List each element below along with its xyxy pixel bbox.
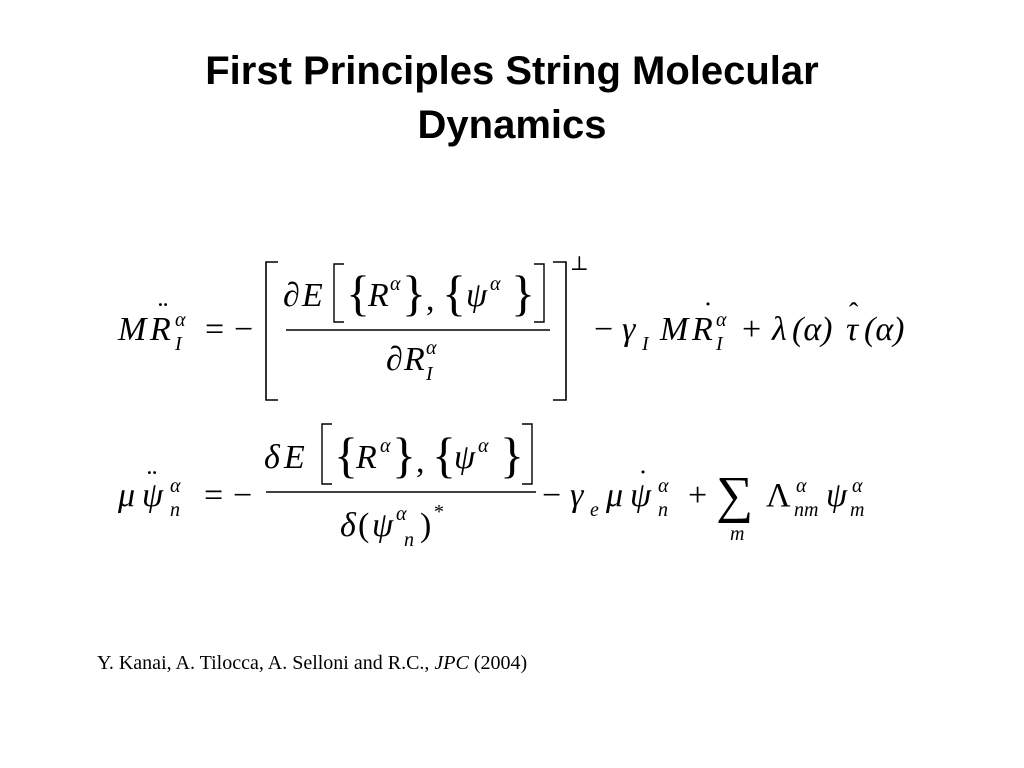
eq1-den-R: R: [403, 341, 425, 378]
eq1-brace-close-2: }: [511, 265, 535, 321]
citation-year: (2004): [468, 652, 528, 674]
eq1-num-R-sup: α: [390, 273, 401, 295]
eq2-sum: ∑: [716, 467, 753, 524]
equation-2: μ ψ ¨ α n = − δ E { } { } R α , ψ α: [117, 423, 864, 551]
eq1-gamma-sub: I: [641, 333, 650, 355]
eq2-brace-open-1: {: [334, 427, 358, 483]
eq1-tau-hat: ˆ: [849, 298, 859, 329]
eq2-psi-m-sub: m: [850, 499, 864, 521]
eq1-lhs-sub: I: [174, 333, 183, 355]
eq1-lambda-arg: (α): [792, 311, 833, 348]
eq2-psi-m: ψ: [826, 477, 848, 514]
eq1-lhs-M: M: [117, 311, 148, 348]
eq2-num-psi-sup: α: [478, 435, 489, 457]
eq2-num-E: E: [283, 439, 305, 476]
eq2-term2-sup: α: [658, 475, 669, 497]
eq1-term2-minus: −: [594, 311, 613, 348]
eq2-brace-close-1: }: [392, 427, 416, 483]
eq2-term2-psi: ψ: [630, 477, 652, 514]
eq1-lambda: λ: [771, 311, 787, 348]
eq2-num-R-sup: α: [380, 435, 391, 457]
eq2-term2-dot: ˙: [638, 464, 648, 497]
eq2-inner-right-bracket: [522, 423, 533, 485]
eq1-tau: τ: [846, 311, 860, 348]
eq2-lhs-psi: ψ: [142, 477, 164, 514]
eq2-den-close: ): [420, 507, 431, 544]
eq1-equals: =: [205, 311, 224, 348]
eq1-brace-open-1: {: [346, 265, 370, 321]
eq1-num-E: E: [301, 277, 323, 314]
eq1-num-partial: ∂: [283, 277, 300, 314]
eq1-term2-sub: I: [715, 333, 724, 355]
eq1-inner-left-bracket: [333, 263, 344, 323]
eq1-num-comma: ,: [426, 281, 435, 318]
eq2-den-star: *: [434, 501, 444, 523]
eq2-minus: −: [233, 477, 252, 514]
eq2-den-open: (: [358, 507, 369, 544]
eq1-perp: ⊥: [570, 253, 589, 275]
eq2-lhs-dots: ¨: [147, 464, 157, 497]
eq2-brace-close-2: }: [500, 427, 524, 483]
eq1-right-bracket: [553, 261, 567, 401]
eq1-den-partial: ∂: [386, 341, 403, 378]
eq1-term2-M: M: [659, 311, 690, 348]
eq1-num-psi-sup: α: [490, 273, 501, 295]
eq2-num-psi: ψ: [454, 439, 476, 476]
eq2-den-psi-sup: α: [396, 503, 407, 525]
eq1-brace-open-2: {: [442, 265, 466, 321]
eq2-den-delta: δ: [340, 507, 357, 544]
eq2-num-R: R: [355, 439, 377, 476]
eq1-term2-dot: ˙: [703, 296, 713, 329]
eq2-brace-open-2: {: [432, 427, 456, 483]
eq2-equals: =: [204, 477, 223, 514]
eq2-den-psi-sub: n: [404, 529, 414, 551]
citation: Y. Kanai, A. Tilocca, A. Selloni and R.C…: [97, 650, 527, 676]
eq2-term2-mu: μ: [605, 477, 623, 514]
eq1-brace-close-1: }: [402, 265, 426, 321]
slide-title: First Principles String Molecular Dynami…: [112, 44, 912, 152]
equation-1: M R ¨ α I = − ∂ E { } { } R α , ψ α: [117, 253, 905, 401]
eq2-num-delta: δ: [264, 439, 281, 476]
eq2-num-comma: ,: [416, 443, 425, 480]
eq1-term2-R: R: [691, 311, 713, 348]
eq1-inner-right-bracket: [534, 263, 545, 323]
eq1-den-R-sup: α: [426, 337, 437, 359]
eq1-tau-arg: (α): [864, 311, 905, 348]
eq2-gamma-sub: e: [590, 499, 599, 521]
eq2-lhs-sub: n: [170, 499, 180, 521]
eq1-minus: −: [234, 311, 253, 348]
eq1-lhs-dots: ¨: [158, 296, 168, 329]
eq2-lhs-mu: μ: [117, 477, 135, 514]
eq2-gamma: γ: [570, 477, 585, 514]
eq1-left-bracket: [265, 261, 278, 401]
eq1-num-R: R: [367, 277, 389, 314]
eq2-sum-sub: m: [730, 523, 744, 545]
eq1-den-R-sub: I: [425, 363, 434, 385]
citation-journal: JPC: [434, 652, 469, 674]
title-line-1: First Principles String Molecular: [205, 49, 819, 93]
eq1-plus: +: [742, 311, 761, 348]
eq2-term2-minus: −: [542, 477, 561, 514]
eq2-term2-sub: n: [658, 499, 668, 521]
citation-authors: Y. Kanai, A. Tilocca, A. Selloni and R.C…: [97, 652, 435, 674]
eq1-term2-sup: α: [716, 309, 727, 331]
eq2-Lambda: Λ: [766, 477, 791, 514]
eq2-inner-left-bracket: [321, 423, 332, 485]
eq2-Lambda-sup: α: [796, 475, 807, 497]
eq2-plus: +: [688, 477, 707, 514]
eq2-Lambda-sub: nm: [794, 499, 818, 521]
title-line-2: Dynamics: [417, 103, 607, 147]
eq2-den-psi: ψ: [372, 507, 394, 544]
eq2-lhs-sup: α: [170, 475, 181, 497]
eq1-gamma: γ: [622, 311, 637, 348]
eq1-lhs-sup: α: [175, 309, 186, 331]
eq2-psi-m-sup: α: [852, 475, 863, 497]
eq1-lhs-R: R: [149, 311, 171, 348]
eq1-num-psi: ψ: [466, 277, 488, 314]
